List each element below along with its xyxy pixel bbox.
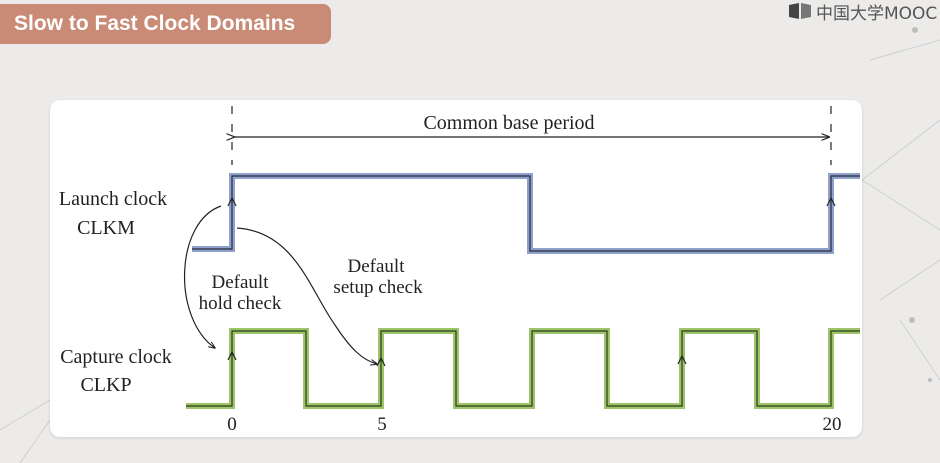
slide-title: Slow to Fast Clock Domains (0, 4, 331, 44)
hold-check-arrow (183, 205, 222, 348)
rising-edge-arrows (227, 196, 836, 367)
capture-label-line1: Capture clock (60, 346, 172, 368)
capture-clock-waveform-edge (186, 330, 860, 407)
launch-clock-waveform (192, 173, 860, 254)
capture-label-line2: CLKP (80, 374, 131, 396)
capture-clock-waveform (186, 328, 860, 409)
tick-label-0: 0 (227, 414, 237, 435)
launch-label-line2: CLKM (77, 217, 135, 239)
mooc-logo: 中国大学MOOC (788, 0, 938, 24)
hold-label-line1: Default (212, 272, 270, 293)
hold-label-line2: hold check (199, 293, 282, 314)
setup-label-line1: Default (348, 256, 406, 277)
launch-label-line1: Launch clock (59, 188, 167, 210)
tick-label-5: 5 (377, 414, 387, 435)
period-label: Common base period (423, 112, 594, 134)
setup-check-arrow (236, 227, 377, 364)
launch-clock-waveform-edge (192, 175, 860, 252)
tick-label-20: 20 (823, 414, 842, 435)
setup-label-line2: setup check (333, 277, 423, 298)
logo-text: 中国大学MOOC (816, 3, 938, 24)
mooc-book-icon (789, 3, 811, 19)
